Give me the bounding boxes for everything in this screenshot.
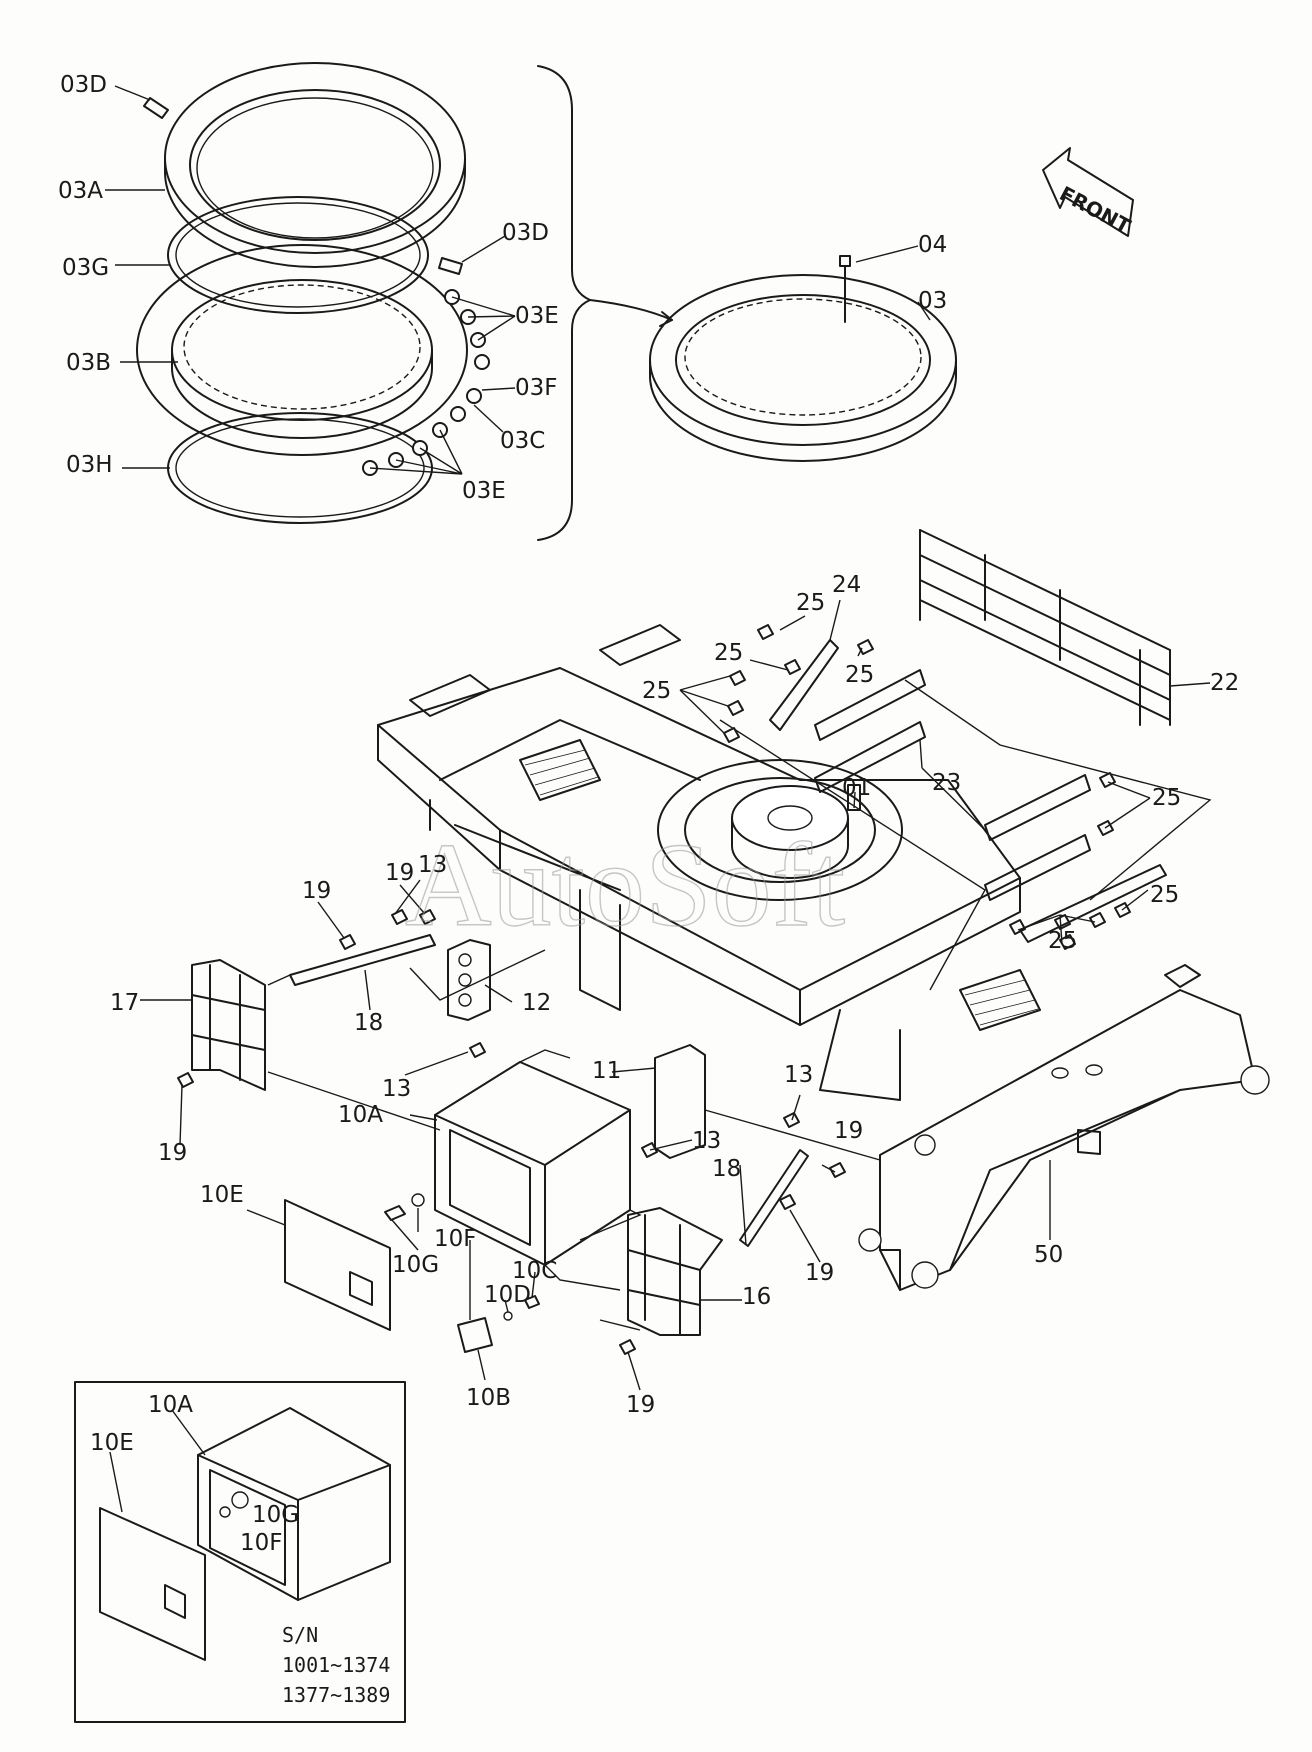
outer-ring-03A	[164, 62, 466, 268]
label-03E-upper: 03E	[515, 303, 559, 329]
inner-gear-ring-03B	[136, 244, 468, 456]
hatch-plate-left	[519, 739, 601, 801]
label-19-d: 19	[834, 1118, 863, 1144]
leader-lines	[105, 85, 1211, 1391]
seal-ring-03G	[167, 196, 429, 314]
rear-rack-22	[919, 529, 1171, 726]
inset-label-10E: 10E	[90, 1430, 134, 1456]
inset-toolbox	[197, 1407, 391, 1601]
label-01: 01	[842, 775, 871, 801]
label-04: 04	[918, 232, 947, 258]
inset-label-10F: 10F	[240, 1530, 283, 1556]
bolt-04	[839, 255, 851, 323]
label-19-b: 19	[385, 860, 414, 886]
bearing-balls	[362, 289, 490, 476]
inset-label-10G: 10G	[252, 1502, 299, 1528]
seal-ring-03H	[167, 412, 433, 524]
brackets-23	[814, 669, 1091, 901]
label-25-e: 25	[1152, 785, 1181, 811]
step-16	[627, 1207, 723, 1336]
front-label: FRONT	[1056, 181, 1135, 238]
toolbox-door-10E	[284, 1199, 391, 1331]
front-arrow-icon: FRONT	[1042, 147, 1135, 238]
boom-50	[858, 964, 1270, 1291]
step-17	[191, 959, 266, 1091]
label-19-e: 19	[805, 1260, 834, 1286]
callout-labels: 03D 03A 03D 03G 03E 03B 03F 03C 03H 03E …	[58, 72, 1239, 1418]
washer-10F	[411, 1193, 425, 1207]
label-25-b: 25	[714, 640, 743, 666]
label-50: 50	[1034, 1242, 1063, 1268]
label-19-a: 19	[302, 878, 331, 904]
label-24: 24	[832, 572, 861, 598]
brace-arrow	[589, 299, 673, 321]
label-10G: 10G	[392, 1252, 439, 1278]
inset-box: S/N 1001~1374 1377~1389 10A 10E 10G 10F	[74, 1381, 406, 1723]
label-10B: 10B	[466, 1385, 511, 1411]
handrail-18-left	[289, 934, 436, 986]
label-13-c: 13	[784, 1062, 813, 1088]
label-13-a: 13	[418, 852, 447, 878]
hatch-plate-right	[959, 969, 1041, 1031]
stay-right	[1019, 864, 1167, 943]
label-03E-lower: 03E	[462, 478, 506, 504]
stay-24	[769, 639, 839, 731]
label-13-d: 13	[692, 1128, 721, 1154]
label-03C: 03C	[500, 428, 545, 454]
label-10A: 10A	[338, 1102, 383, 1128]
swing-bearing-assembly-03	[649, 274, 957, 462]
swing-bearing-exploded-group	[136, 62, 490, 524]
inset-serial-range-2: 1377~1389	[282, 1683, 390, 1707]
label-22: 22	[1210, 670, 1239, 696]
label-03B: 03B	[66, 350, 111, 376]
bolt-03D-mid	[438, 257, 463, 275]
bolt-10G	[384, 1205, 406, 1221]
label-03F: 03F	[515, 375, 558, 401]
label-10C: 10C	[512, 1258, 557, 1284]
inset-serial-title: S/N	[282, 1623, 318, 1647]
lamp-bracket-12	[447, 939, 491, 1021]
center-joint-01	[847, 784, 861, 811]
label-19-c: 19	[158, 1140, 187, 1166]
label-18-b: 18	[712, 1156, 741, 1182]
label-03D-top: 03D	[60, 72, 107, 98]
label-10F: 10F	[434, 1226, 477, 1252]
label-12: 12	[522, 990, 551, 1016]
watermark: AutoSoft	[405, 818, 845, 951]
bolts	[177, 624, 1131, 1355]
label-16: 16	[742, 1284, 771, 1310]
bolt-03D-top	[143, 97, 169, 119]
latch-10B	[457, 1317, 493, 1353]
inset-door	[99, 1507, 206, 1661]
label-10E: 10E	[200, 1182, 244, 1208]
label-25-d: 25	[642, 678, 671, 704]
label-25-a: 25	[796, 590, 825, 616]
label-03: 03	[918, 288, 947, 314]
label-25-f: 25	[1150, 882, 1179, 908]
label-03D-mid: 03D	[502, 220, 549, 246]
label-17: 17	[110, 990, 139, 1016]
label-03H: 03H	[66, 452, 113, 478]
label-10D: 10D	[484, 1282, 531, 1308]
label-25-g: 25	[1048, 928, 1077, 954]
label-13-b: 13	[382, 1076, 411, 1102]
label-19-f: 19	[626, 1392, 655, 1418]
label-03G: 03G	[62, 255, 109, 281]
handrail-18-right	[739, 1149, 809, 1247]
label-11: 11	[592, 1058, 621, 1084]
label-23: 23	[932, 770, 961, 796]
label-18-a: 18	[354, 1010, 383, 1036]
inset-label-10A: 10A	[148, 1392, 193, 1418]
inset-serial-range-1: 1001~1374	[282, 1653, 390, 1677]
label-25-c: 25	[845, 662, 874, 688]
label-03A: 03A	[58, 178, 103, 204]
